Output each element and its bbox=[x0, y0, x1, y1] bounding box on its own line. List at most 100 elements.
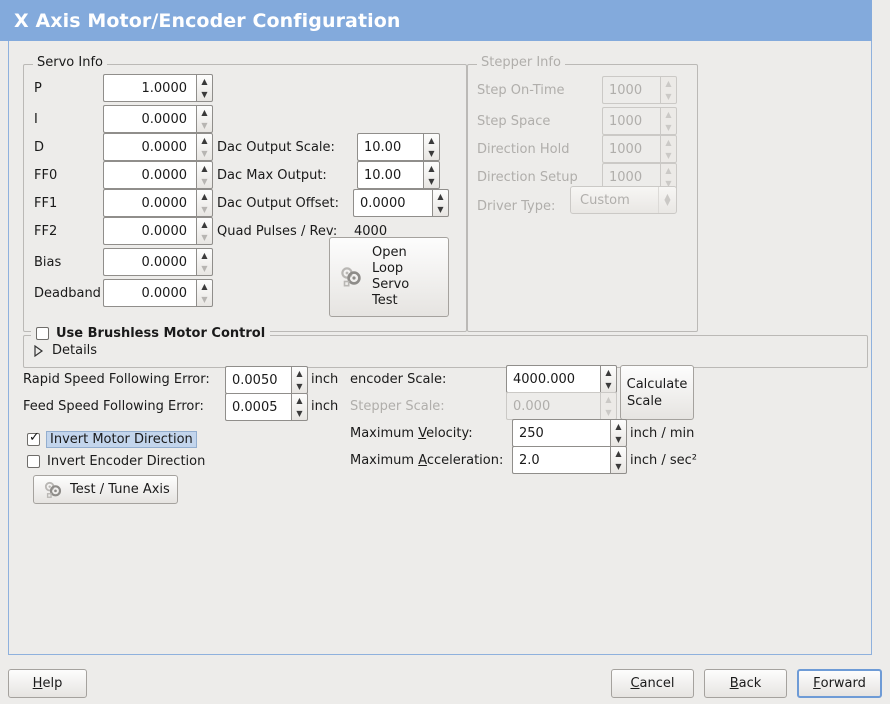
servo-i-stepper[interactable]: ▲ ▼ bbox=[196, 105, 213, 133]
servo-p-stepper[interactable]: ▲ ▼ bbox=[196, 74, 213, 102]
servo-ff0-value[interactable]: 0.0000 bbox=[103, 161, 196, 189]
servo-p-value[interactable]: 1.0000 bbox=[103, 74, 196, 102]
maximum-velocity-value[interactable]: 250 bbox=[512, 419, 610, 447]
servo-d-spinner[interactable]: 0.0000 ▲ ▼ bbox=[103, 133, 213, 161]
spin-down-icon[interactable]: ▼ bbox=[615, 461, 622, 471]
chevron-right-icon[interactable] bbox=[33, 344, 44, 357]
servo-deadband-spinner[interactable]: 0.0000 ▲ ▼ bbox=[103, 279, 213, 307]
spin-up-icon[interactable]: ▲ bbox=[296, 395, 303, 405]
checkbox-box[interactable] bbox=[27, 455, 40, 468]
details-expander[interactable]: Details bbox=[33, 343, 97, 358]
test-tune-axis-button[interactable]: Test / Tune Axis bbox=[33, 475, 178, 504]
checkbox-box[interactable] bbox=[36, 327, 49, 340]
calculate-scale-button[interactable]: Calculate Scale bbox=[620, 365, 694, 420]
spin-down-icon[interactable]: ▼ bbox=[201, 263, 208, 273]
spin-down-icon[interactable]: ▼ bbox=[296, 381, 303, 391]
spin-up-icon[interactable]: ▲ bbox=[296, 368, 303, 378]
servo-bias-spinner[interactable]: 0.0000 ▲ ▼ bbox=[103, 248, 213, 276]
spin-down-icon: ▼ bbox=[665, 178, 672, 188]
spin-up-icon[interactable]: ▲ bbox=[428, 163, 435, 173]
help-rest: elp bbox=[42, 676, 63, 691]
servo-deadband-value[interactable]: 0.0000 bbox=[103, 279, 196, 307]
spin-down-icon[interactable]: ▼ bbox=[201, 232, 208, 242]
spin-up-icon[interactable]: ▲ bbox=[201, 281, 208, 291]
maximum-acceleration-spinner[interactable]: 2.0 ▲ ▼ bbox=[512, 446, 627, 474]
dac-output-scale-stepper[interactable]: ▲ ▼ bbox=[423, 133, 440, 161]
servo-deadband-stepper[interactable]: ▲ ▼ bbox=[196, 279, 213, 307]
spin-down-icon[interactable]: ▼ bbox=[428, 148, 435, 158]
maximum-velocity-stepper[interactable]: ▲ ▼ bbox=[610, 419, 627, 447]
dac-output-scale-value[interactable]: 10.00 bbox=[357, 133, 423, 161]
spin-down-icon[interactable]: ▼ bbox=[615, 434, 622, 444]
spin-down-icon[interactable]: ▼ bbox=[201, 176, 208, 186]
servo-ff0-stepper[interactable]: ▲ ▼ bbox=[196, 161, 213, 189]
spin-down-icon[interactable]: ▼ bbox=[605, 380, 612, 390]
spin-up-icon[interactable]: ▲ bbox=[615, 421, 622, 431]
dac-max-output-value[interactable]: 10.00 bbox=[357, 161, 423, 189]
servo-ff1-stepper[interactable]: ▲ ▼ bbox=[196, 189, 213, 217]
spin-up-icon[interactable]: ▲ bbox=[615, 448, 622, 458]
maximum-acceleration-value[interactable]: 2.0 bbox=[512, 446, 610, 474]
dac-max-output-stepper[interactable]: ▲ ▼ bbox=[423, 161, 440, 189]
servo-d-value[interactable]: 0.0000 bbox=[103, 133, 196, 161]
spin-up-icon[interactable]: ▲ bbox=[605, 367, 612, 377]
servo-ff1-value[interactable]: 0.0000 bbox=[103, 189, 196, 217]
dac-output-offset-spinner[interactable]: 0.0000 ▲ ▼ bbox=[353, 189, 449, 217]
servo-ff2-value[interactable]: 0.0000 bbox=[103, 217, 196, 245]
servo-ff2-stepper[interactable]: ▲ ▼ bbox=[196, 217, 213, 245]
dac-output-offset-value[interactable]: 0.0000 bbox=[353, 189, 432, 217]
servo-i-value[interactable]: 0.0000 bbox=[103, 105, 196, 133]
dac-output-scale-spinner[interactable]: 10.00 ▲ ▼ bbox=[357, 133, 440, 161]
spin-up-icon[interactable]: ▲ bbox=[201, 163, 208, 173]
spin-down-icon[interactable]: ▼ bbox=[428, 176, 435, 186]
spin-down-icon[interactable]: ▼ bbox=[201, 294, 208, 304]
spin-down-icon[interactable]: ▼ bbox=[437, 204, 444, 214]
dac-max-output-spinner[interactable]: 10.00 ▲ ▼ bbox=[357, 161, 440, 189]
spin-up-icon[interactable]: ▲ bbox=[201, 250, 208, 260]
servo-ff0-spinner[interactable]: 0.0000 ▲ ▼ bbox=[103, 161, 213, 189]
spin-down-icon: ▼ bbox=[665, 150, 672, 160]
spin-up-icon[interactable]: ▲ bbox=[201, 107, 208, 117]
servo-bias-value[interactable]: 0.0000 bbox=[103, 248, 196, 276]
servo-i-spinner[interactable]: 0.0000 ▲ ▼ bbox=[103, 105, 213, 133]
encoder-scale-value[interactable]: 4000.000 bbox=[506, 365, 600, 393]
servo-p-spinner[interactable]: 1.0000 ▲ ▼ bbox=[103, 74, 213, 102]
open-loop-servo-test-button[interactable]: Open Loop Servo Test bbox=[329, 237, 449, 317]
spin-up-icon[interactable]: ▲ bbox=[201, 191, 208, 201]
rapid-following-error-spinner[interactable]: 0.0050 ▲ ▼ bbox=[225, 366, 308, 394]
spin-down-icon[interactable]: ▼ bbox=[201, 148, 208, 158]
feed-following-error-stepper[interactable]: ▲ ▼ bbox=[291, 393, 308, 421]
servo-d-stepper[interactable]: ▲ ▼ bbox=[196, 133, 213, 161]
spin-up-icon[interactable]: ▲ bbox=[201, 76, 208, 86]
use-brushless-motor-control-checkbox[interactable]: Use Brushless Motor Control bbox=[31, 326, 271, 341]
spin-down-icon[interactable]: ▼ bbox=[296, 408, 303, 418]
encoder-scale-stepper[interactable]: ▲ ▼ bbox=[600, 365, 617, 393]
rapid-following-error-stepper[interactable]: ▲ ▼ bbox=[291, 366, 308, 394]
maximum-velocity-spinner[interactable]: 250 ▲ ▼ bbox=[512, 419, 627, 447]
spin-up-icon[interactable]: ▲ bbox=[428, 135, 435, 145]
feed-following-error-value[interactable]: 0.0005 bbox=[225, 393, 291, 421]
rapid-following-error-value[interactable]: 0.0050 bbox=[225, 366, 291, 394]
spin-up-icon[interactable]: ▲ bbox=[201, 219, 208, 229]
invert-encoder-direction-checkbox[interactable]: Invert Encoder Direction bbox=[27, 454, 205, 469]
feed-following-error-spinner[interactable]: 0.0005 ▲ ▼ bbox=[225, 393, 308, 421]
spin-down-icon[interactable]: ▼ bbox=[201, 120, 208, 130]
maximum-velocity-label: Maximum Velocity: bbox=[350, 426, 473, 441]
spin-down-icon[interactable]: ▼ bbox=[201, 89, 208, 99]
encoder-scale-spinner[interactable]: 4000.000 ▲ ▼ bbox=[506, 365, 617, 393]
spin-up-icon[interactable]: ▲ bbox=[437, 191, 444, 201]
spin-down-icon[interactable]: ▼ bbox=[201, 204, 208, 214]
rapid-following-error-label: Rapid Speed Following Error: bbox=[23, 372, 210, 387]
servo-ff1-spinner[interactable]: 0.0000 ▲ ▼ bbox=[103, 189, 213, 217]
maximum-acceleration-stepper[interactable]: ▲ ▼ bbox=[610, 446, 627, 474]
servo-bias-stepper[interactable]: ▲ ▼ bbox=[196, 248, 213, 276]
spin-up-icon[interactable]: ▲ bbox=[201, 135, 208, 145]
servo-ff2-spinner[interactable]: 0.0000 ▲ ▼ bbox=[103, 217, 213, 245]
checkbox-box[interactable] bbox=[27, 431, 40, 446]
invert-motor-direction-checkbox[interactable]: Invert Motor Direction bbox=[27, 431, 197, 448]
dac-output-offset-stepper[interactable]: ▲ ▼ bbox=[432, 189, 449, 217]
